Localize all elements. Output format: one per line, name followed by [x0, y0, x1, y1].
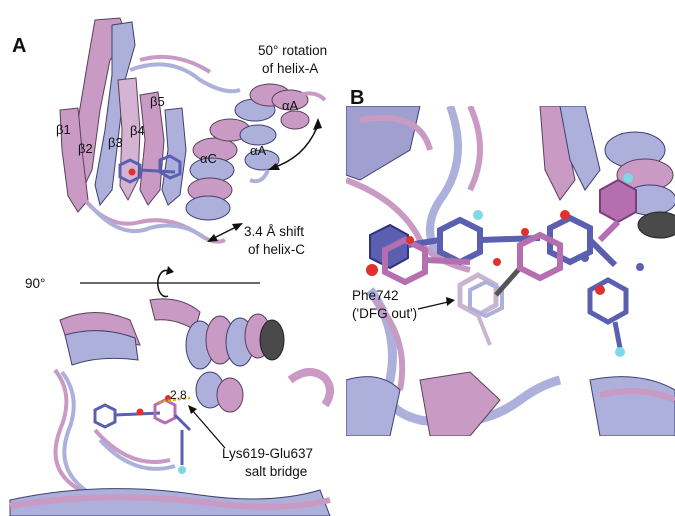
helix-c — [185, 118, 251, 221]
phe742-pointer — [417, 301, 449, 310]
phe742-label-line1: Phe742 — [352, 288, 399, 303]
panel-a-letter: A — [12, 35, 26, 57]
rotation-arrowhead-bottom — [268, 163, 280, 170]
salt-bridge-distance: 2.8 — [170, 388, 187, 402]
salt-bridge-dashes — [157, 397, 191, 403]
strand-label-b3: β3 — [108, 135, 123, 150]
helix-a — [234, 83, 327, 184]
helix-label-ac: αC — [200, 151, 217, 166]
helix-label-aa-2: αA — [250, 143, 267, 158]
salt-bridge-pointer-head — [188, 405, 197, 414]
shift-note-line2: of helix-C — [248, 242, 305, 257]
salt-bridge-pointer — [191, 409, 226, 449]
rotation-axis-arrowhead — [166, 266, 174, 275]
rotation-arrow — [271, 124, 319, 169]
panel-a-bottom-structure — [9, 298, 334, 516]
salt-bridge-note-line1: Lys619-Glu637 — [222, 446, 313, 461]
shift-note-line1: 3.4 Å shift — [244, 224, 304, 239]
phe742-label-line2: ('DFG out') — [352, 306, 417, 321]
panel-b-closeup — [346, 106, 675, 436]
rotation-arrowhead-top — [313, 118, 322, 130]
shift-arrowhead-b — [232, 223, 243, 231]
salt-bridge-note-line2: salt bridge — [245, 464, 307, 479]
rotation-note-line2: of helix-A — [262, 61, 318, 76]
strand-label-b5: β5 — [150, 94, 165, 109]
strand-label-b1: β1 — [56, 122, 71, 137]
panel-a-top-structure — [59, 17, 327, 244]
phe742-pointer-head — [446, 297, 455, 306]
strand-label-b4: β4 — [130, 123, 145, 138]
rotation-note-line1: 50° rotation — [258, 43, 327, 58]
rotation-axis-circular-arrow — [157, 269, 169, 298]
helix-label-aa-1: αA — [282, 98, 299, 113]
panel-b-letter: B — [350, 87, 364, 109]
ligand-top — [118, 154, 182, 184]
shift-arrowhead-a — [207, 234, 218, 242]
strand-label-b2: β2 — [78, 141, 93, 156]
rotation-axis-label: 90° — [25, 276, 45, 291]
